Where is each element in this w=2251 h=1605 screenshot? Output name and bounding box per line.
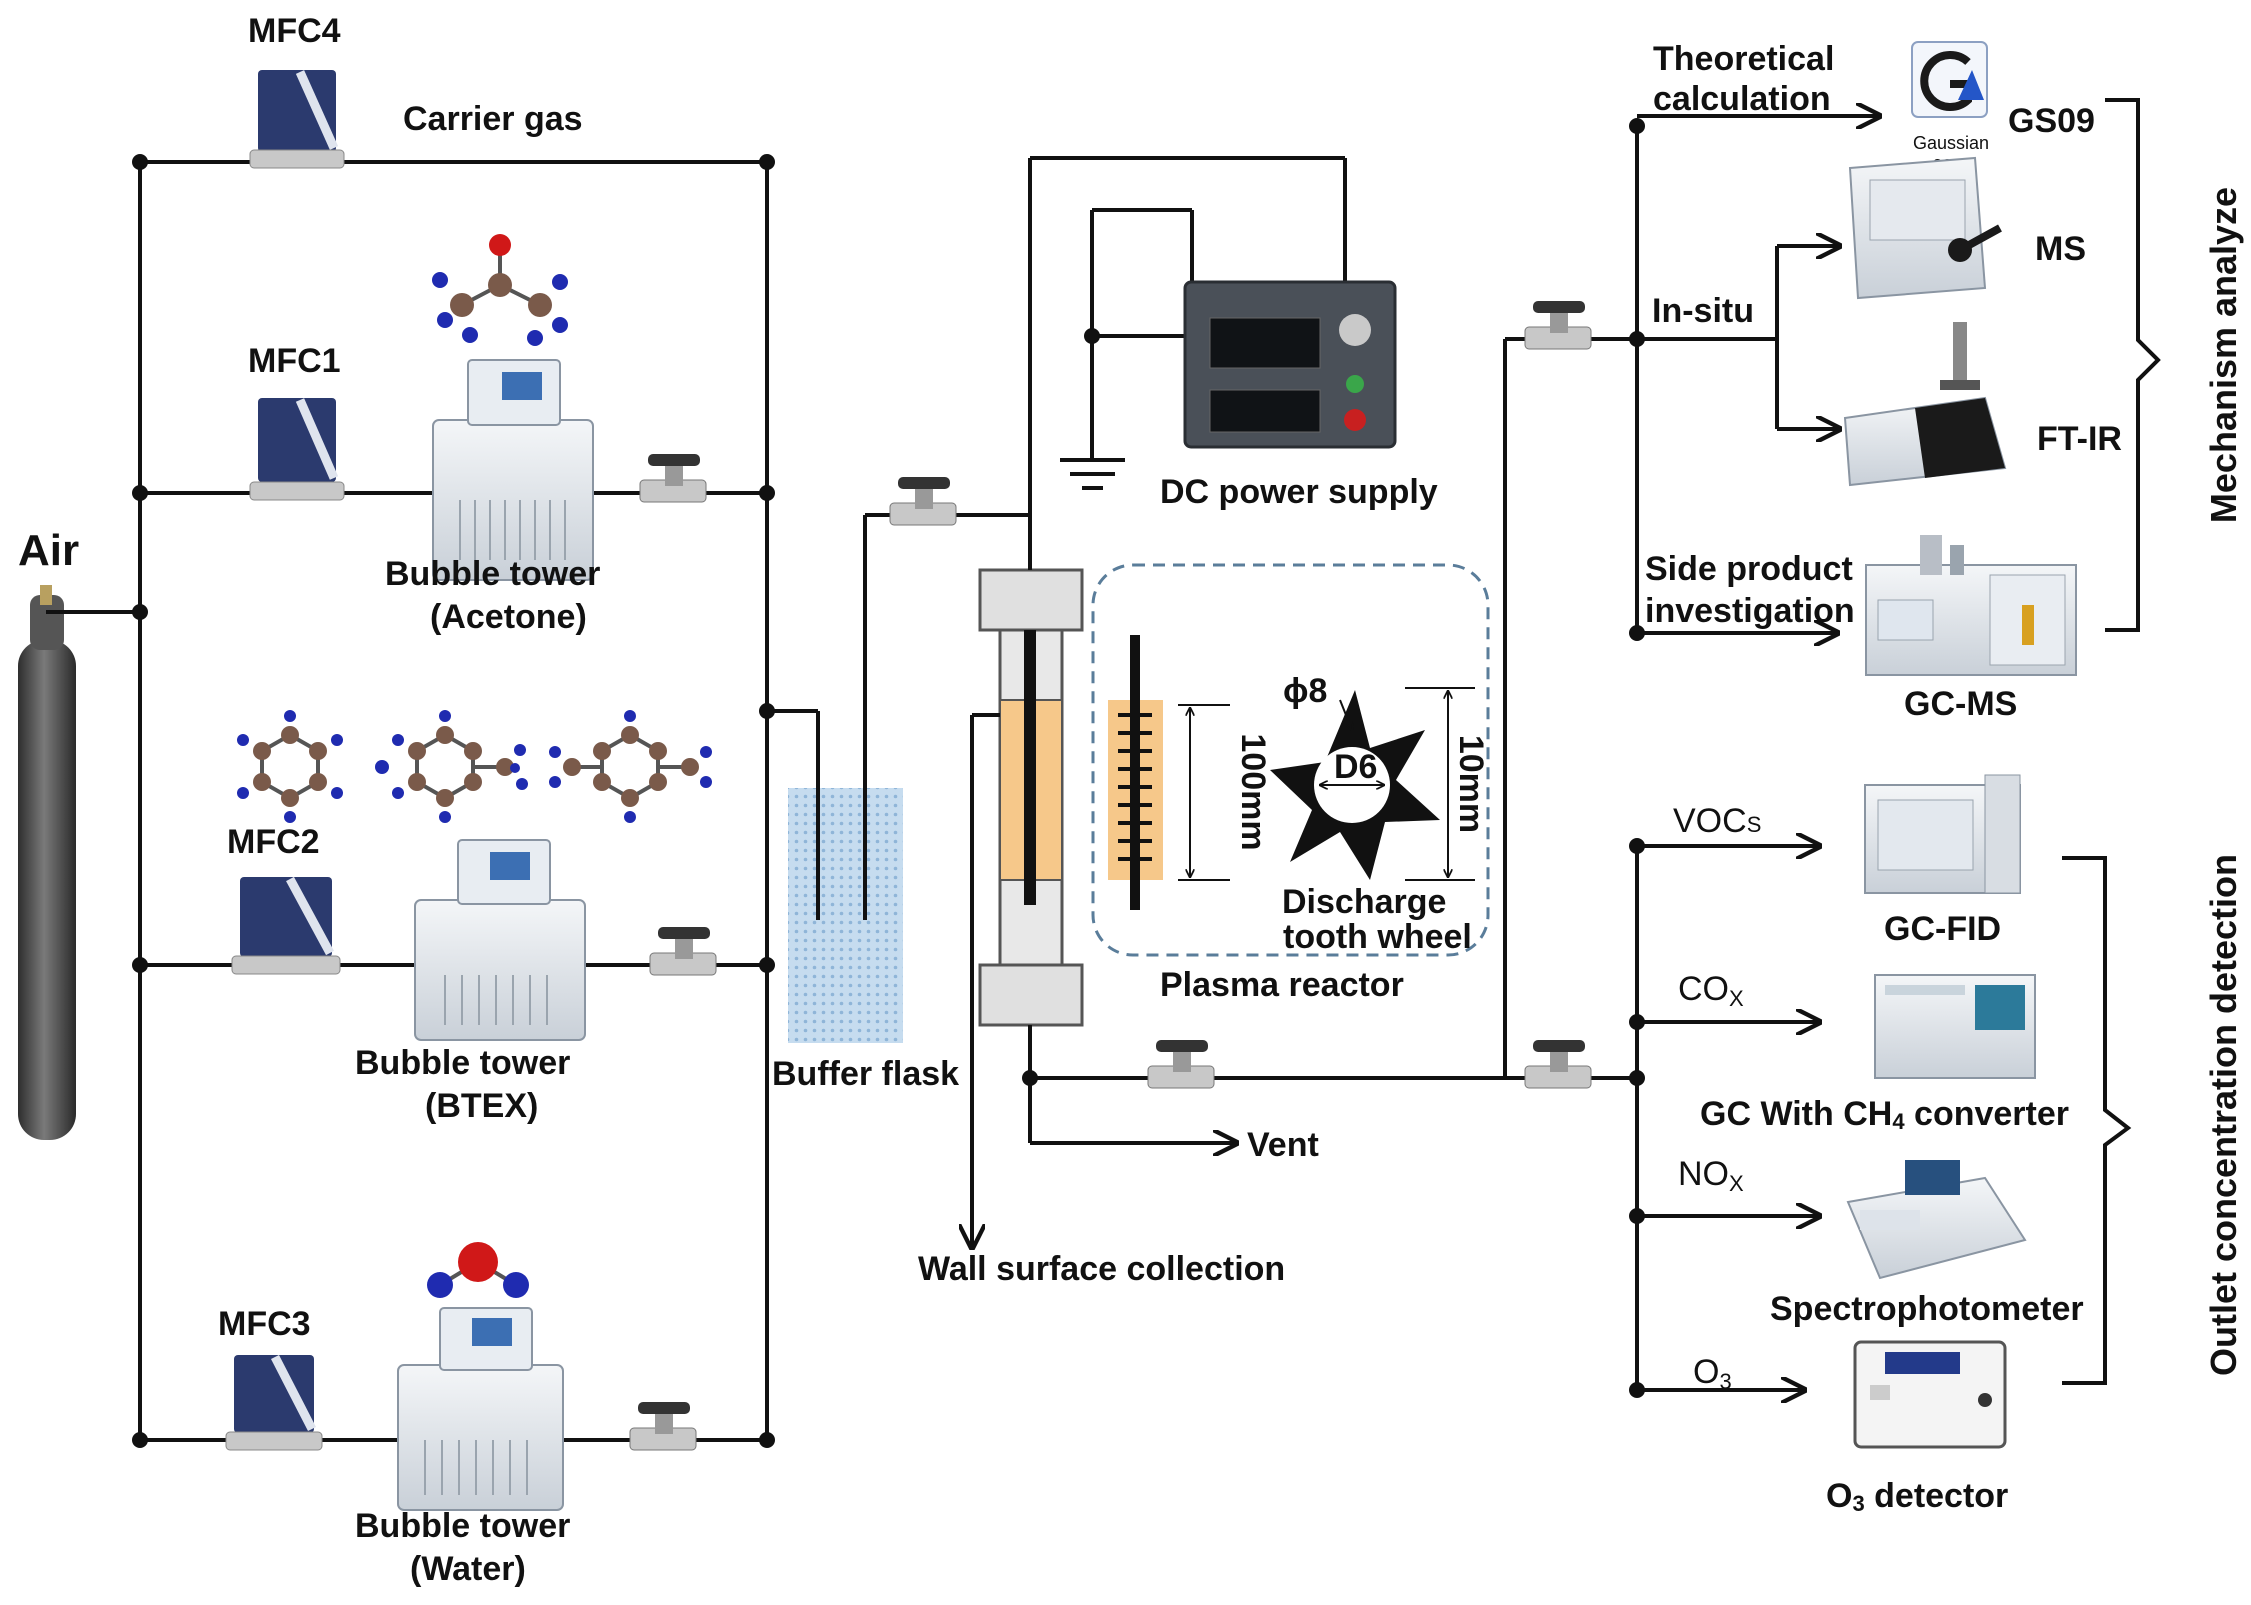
spectro-label: Spectrophotometer [1770,1290,2084,1328]
valve-reactor-inlet[interactable] [889,477,957,526]
buffer-flask-label: Buffer flask [772,1055,959,1093]
valve-analysis-upper[interactable] [1524,301,1592,350]
mfc1-label: MFC1 [248,342,341,380]
benzene-molecule-icon [237,710,343,823]
dc-power-supply [1183,280,1397,449]
cox-label: COX [1678,970,1744,1011]
theoretical-label-1: Theoretical [1653,40,1834,78]
mfc4-unit [249,70,345,169]
mfc2-unit [231,876,341,975]
ftir-instrument [1843,322,2007,487]
side-product-label-2: investigation [1645,592,1855,630]
dim-d6-label: D6 [1334,748,1377,786]
bubble-acetone-label-2: (Acetone) [430,598,587,636]
water-molecule-icon [427,1242,529,1298]
nox-label: NOX [1678,1155,1744,1196]
gcfid-label: GC-FID [1884,910,2001,948]
valve-acetone[interactable] [639,454,707,503]
toluene-molecule-icon [375,710,528,823]
ms-instrument [1848,156,2002,300]
o3det-label: O3 detector [1826,1477,2008,1516]
valve-btex[interactable] [649,927,717,976]
dim-100mm-label: 100mm [1234,733,1272,850]
dim-phi8-label: ϕ8 [1283,672,1327,710]
bubble-tower-acetone [432,359,594,581]
bubble-btex-label-1: Bubble tower [355,1044,570,1082]
bubble-btex-label-2: (BTEX) [425,1087,538,1125]
valve-analysis-lower[interactable] [1524,1040,1592,1089]
gcms-instrument [1865,535,2077,676]
bubble-tower-btex [414,839,586,1041]
gc-ch4-label: GC With CH4 converter [1700,1095,2069,1134]
side-product-label-1: Side product [1645,550,1853,588]
gc-ch4-instrument [1874,974,2036,1079]
theoretical-label-2: calculation [1653,80,1831,118]
bubble-water-label-2: (Water) [410,1550,526,1588]
mfc1-unit [249,398,345,501]
plasma-reactor-tube [978,568,1084,1027]
mfc4-label: MFC4 [248,12,341,50]
mfc3-label: MFC3 [218,1305,311,1343]
spectrophotometer-instrument [1846,1160,2027,1280]
valve-vent[interactable] [1147,1040,1215,1089]
vent-label: Vent [1247,1126,1319,1164]
bubble-acetone-label-1: Bubble tower [385,555,600,593]
gaussian-logo-icon [1911,41,1988,118]
outlet-label: Outlet concentration detection [2203,854,2244,1376]
gcfid-instrument [1864,774,2021,894]
valve-water[interactable] [629,1402,697,1451]
bubble-water-label-1: Bubble tower [355,1507,570,1545]
dim-10mm-label: 10mm [1452,735,1490,833]
bubble-tower-water [397,1307,564,1511]
ms-label: MS [2035,230,2086,268]
air-cylinder [18,585,140,1140]
discharge-label-2: tooth wheel [1283,918,1472,956]
plasma-reactor-inset [1091,563,1490,957]
o3-label: O3 [1693,1353,1732,1394]
o3-detector-instrument [1853,1340,2007,1449]
wall-surface-label: Wall surface collection [918,1250,1285,1288]
outlet-bracket [2062,856,2132,1385]
mechanism-bracket [2105,98,2161,632]
acetone-molecule-icon [432,234,568,346]
ground-icon [1060,458,1125,490]
mfc2-label: MFC2 [227,823,320,861]
plasma-reactor-label: Plasma reactor [1160,966,1404,1004]
xylene-molecule-icon [549,710,712,823]
mfc3-unit [225,1354,323,1451]
mechanism-label: Mechanism analyze [2203,187,2244,523]
air-label: Air [18,526,79,575]
gaussian-logo-text-1: Gaussian [1913,133,1989,153]
discharge-label-1: Discharge [1282,883,1446,921]
vocs-label: VOCS [1673,802,1761,840]
ftir-label: FT-IR [2037,420,2122,458]
buffer-flask [788,788,903,1043]
gs09-label: GS09 [2008,102,2095,140]
dc-power-label: DC power supply [1160,473,1438,511]
gcms-label: GC-MS [1904,685,2017,723]
carrier-gas-label: Carrier gas [403,100,583,138]
in-situ-label: In-situ [1652,292,1754,330]
